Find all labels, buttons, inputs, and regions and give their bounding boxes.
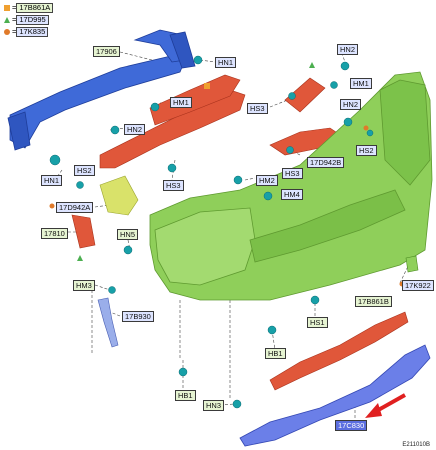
part-label-hn2: HN2 — [337, 44, 359, 55]
part-label-17b861b: 17B861B — [355, 296, 392, 307]
square-marker-icon — [204, 83, 210, 89]
legend-item-17b861a: =17B861A — [4, 3, 54, 13]
lower-diffuser — [239, 344, 431, 447]
square-marker-icon — [4, 5, 10, 12]
impact-beam — [7, 29, 196, 151]
circle-marker-icon — [363, 125, 369, 131]
part-label-hs2: HS2 — [74, 165, 95, 176]
part-label-hb1: HB1 — [265, 348, 286, 359]
legend-item-17k835: =17K835 — [4, 27, 49, 37]
fasteners — [49, 55, 374, 409]
part-label-17d942a: 17D942A — [56, 202, 94, 213]
sensor-17k922 — [405, 255, 419, 273]
part-label-hs3: HS3 — [247, 103, 268, 114]
bracket-17b930 — [97, 297, 119, 348]
triangle-marker-icon — [309, 62, 315, 68]
part-label-hm3: HM3 — [73, 280, 95, 291]
triangle-marker-icon — [4, 17, 10, 24]
part-label-17d942b: 17D942B — [307, 157, 345, 168]
part-label-hm2: HM2 — [256, 175, 278, 186]
part-label-hn2: HN2 — [340, 99, 362, 110]
part-label-hn3: HN3 — [203, 400, 225, 411]
part-label-hs3: HS3 — [282, 168, 303, 179]
part-label-17k922: 17K922 — [402, 280, 434, 291]
part-label-hs2: HS2 — [356, 145, 377, 156]
callout-arrow — [365, 393, 406, 418]
bumper-brackets — [71, 74, 409, 391]
part-label-17b930: 17B930 — [122, 311, 154, 322]
part-label-hn5: HN5 — [117, 229, 139, 240]
triangle-marker-icon — [77, 255, 83, 261]
part-label-17810: 17810 — [41, 228, 68, 239]
part-label-17c830: 17C830 — [335, 420, 368, 431]
part-label-hn1: HN1 — [41, 175, 63, 186]
part-label-hm1: HM1 — [350, 78, 372, 89]
circle-marker-icon — [4, 29, 10, 36]
part-label-hs3: HS3 — [163, 180, 184, 191]
circle-marker-icon — [49, 203, 55, 209]
legend-item-17d995: =17D995 — [4, 15, 49, 25]
side-bracket — [99, 175, 139, 216]
part-label-hm1: HM1 — [170, 97, 192, 108]
part-label-hn2: HN2 — [124, 124, 146, 135]
part-label-hn1: HN1 — [215, 57, 237, 68]
part-label-hm4: HM4 — [281, 189, 303, 200]
part-label-hb1: HB1 — [175, 390, 196, 401]
bumper-cover — [149, 71, 433, 301]
part-label-hs1: HS1 — [307, 317, 328, 328]
part-label-17906: 17906 — [93, 46, 120, 57]
reference-code: E211010B — [402, 442, 430, 448]
